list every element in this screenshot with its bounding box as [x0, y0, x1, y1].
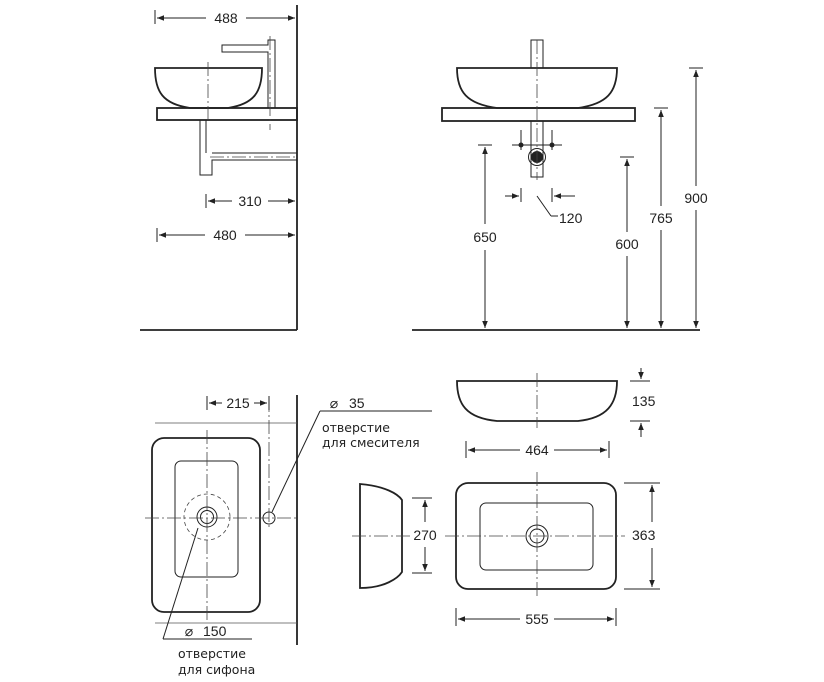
- dim-120: 120: [559, 210, 583, 226]
- dim-135: 135: [632, 393, 656, 409]
- dim-488: 488: [214, 10, 238, 26]
- basin-inner: [174, 460, 239, 578]
- dim-270: 270: [413, 527, 437, 543]
- section-profile: [359, 483, 403, 589]
- dim-150: 150: [203, 623, 227, 639]
- faucet-hole-note: отверстие: [322, 420, 390, 435]
- bowl-elevation: 135 464: [456, 368, 656, 458]
- bowl-side: [154, 67, 263, 109]
- dim-363: 363: [632, 527, 656, 543]
- dim-480: 480: [213, 227, 237, 243]
- valve-dot: [518, 142, 524, 148]
- leader-line: [536, 195, 552, 217]
- countertop-front: [441, 107, 636, 122]
- dim-555: 555: [525, 611, 549, 627]
- dim-600: 600: [615, 236, 639, 252]
- drain-pipe-side: [199, 120, 297, 176]
- countertop-side: [156, 107, 298, 121]
- faucet-outline: [221, 39, 276, 109]
- bowl-profile: [456, 380, 618, 422]
- faucet-hole-note: для смесителя: [322, 435, 420, 450]
- outlet-ring: [528, 148, 546, 166]
- plan-view-mounted: 215 ⌀ 35 отверстие для смесителя ⌀ 150 о…: [145, 395, 432, 677]
- dim-310: 310: [238, 193, 262, 209]
- dim-765: 765: [649, 210, 673, 226]
- front-view: 120 650 600 765 900: [412, 39, 708, 331]
- dim-464: 464: [525, 442, 549, 458]
- basin-plan-inner: [479, 502, 594, 571]
- cross-section: 270: [352, 483, 437, 589]
- drain-hole-note: для сифона: [178, 662, 255, 677]
- dim-35: 35: [349, 395, 365, 411]
- dim-650: 650: [473, 229, 497, 245]
- dim-215: 215: [226, 395, 250, 411]
- side-view: 488 310 480: [140, 5, 298, 331]
- valve-dot: [549, 142, 555, 148]
- leader-line: [162, 527, 199, 640]
- diameter-symbol: ⌀: [185, 623, 193, 639]
- diameter-symbol: ⌀: [330, 395, 338, 411]
- basin-outline: [151, 437, 261, 613]
- plan-view: 363 555: [445, 472, 660, 627]
- drain-hole-note: отверстие: [178, 646, 246, 661]
- dim-900: 900: [684, 190, 708, 206]
- leader-line: [271, 410, 321, 513]
